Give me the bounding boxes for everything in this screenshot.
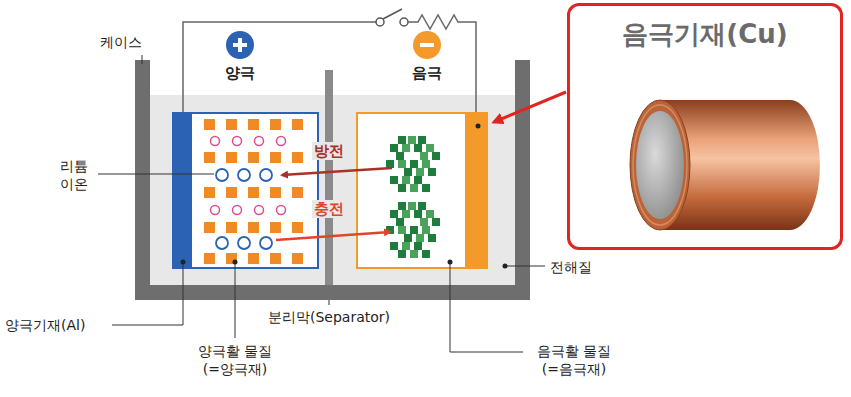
plus-icon xyxy=(226,31,254,59)
part-label: 양극기재(Al) xyxy=(5,316,85,334)
charge-label: 충전 xyxy=(312,200,346,218)
callout-arrow xyxy=(494,92,566,122)
part-label: 양극활 물질 (=양극재) xyxy=(189,342,281,378)
anode-collector xyxy=(465,114,486,267)
cathode-material xyxy=(211,137,286,215)
external-circuit xyxy=(183,9,476,113)
callout-box: 음극기재(Cu) xyxy=(567,3,843,250)
switch-lever xyxy=(383,9,402,19)
resistor-symbol xyxy=(408,15,476,113)
discharge-label: 방전 xyxy=(312,142,346,160)
case-label: 케이스 xyxy=(100,33,142,51)
separator xyxy=(325,70,333,285)
anode xyxy=(357,113,487,268)
case-bottom xyxy=(135,285,530,300)
lithium-ion xyxy=(216,169,272,249)
case-wall xyxy=(515,60,530,300)
terminal-label: 음극 xyxy=(412,64,442,82)
part-label: 음극활 물질 (=음극재) xyxy=(528,342,620,378)
minus-icon xyxy=(413,31,441,59)
copper-foil-roll xyxy=(630,100,820,230)
switch-contact xyxy=(400,18,408,26)
case-wall xyxy=(135,60,150,300)
terminal-label: 양극 xyxy=(225,64,255,82)
ion-label: 리튬 이온 xyxy=(54,157,94,193)
graphite xyxy=(386,136,440,258)
cathode-material xyxy=(204,119,303,264)
electrolyte-label: 전해질 xyxy=(550,258,592,276)
wire xyxy=(183,22,376,113)
callout-title: 음극기재(Cu) xyxy=(570,18,840,50)
cathode-collector xyxy=(174,114,192,267)
case xyxy=(135,60,530,300)
leader-dots xyxy=(181,124,508,269)
cathode xyxy=(173,113,318,268)
switch-contact xyxy=(376,18,384,26)
roll-core xyxy=(636,111,684,219)
roll-face xyxy=(630,100,690,230)
plus-icon xyxy=(238,38,242,52)
roll-ring xyxy=(633,105,687,225)
terminal-icons xyxy=(226,31,441,59)
discharge-arrow xyxy=(282,168,392,175)
charge-arrow xyxy=(276,232,390,240)
separator-label: 분리막(Separator) xyxy=(268,308,390,326)
minus-icon xyxy=(420,43,434,47)
cathode-frame xyxy=(173,113,318,268)
anode-frame xyxy=(357,113,487,268)
leader-lines xyxy=(98,55,545,352)
